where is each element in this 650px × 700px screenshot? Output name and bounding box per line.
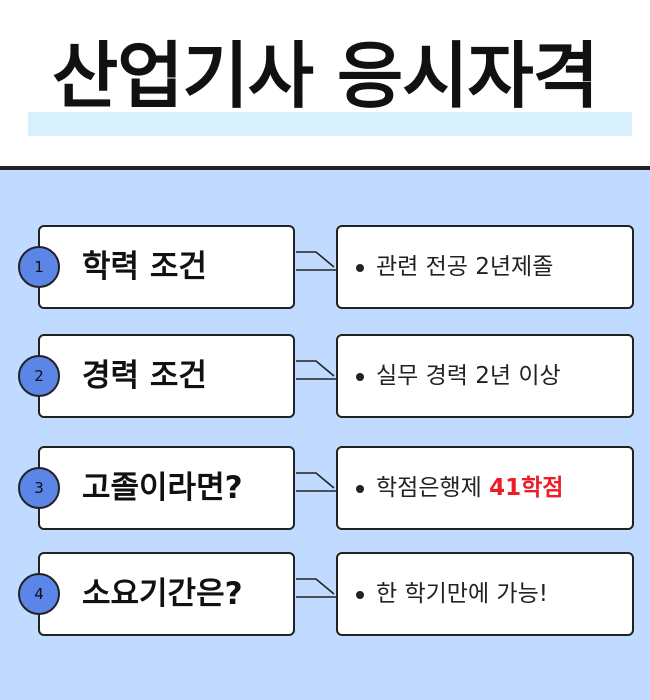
number-badge: 4: [18, 573, 60, 615]
requirement-row: 4 소요기간은? 한 학기만에 가능!: [0, 552, 650, 636]
number-badge: 2: [18, 355, 60, 397]
page-title: 산업기사 응시자격: [52, 34, 599, 118]
requirement-row: 2 경력 조건 실무 경력 2년 이상: [0, 334, 650, 418]
detail-text: 관련 전공 2년제졸: [376, 254, 554, 280]
detail-text: 학점은행제 41학점: [376, 475, 564, 501]
bullet-icon: [356, 373, 364, 381]
connector-arrow-icon: [296, 360, 338, 380]
condition-label: 고졸이라면?: [82, 470, 243, 506]
condition-box: 경력 조건: [38, 334, 295, 418]
connector-arrow-icon: [296, 578, 338, 598]
condition-label: 경력 조건: [82, 358, 207, 394]
bullet-icon: [356, 591, 364, 599]
condition-label: 소요기간은?: [82, 576, 243, 612]
detail-box: 실무 경력 2년 이상: [336, 334, 634, 418]
condition-box: 고졸이라면?: [38, 446, 295, 530]
detail-box: 학점은행제 41학점: [336, 446, 634, 530]
detail-box: 한 학기만에 가능!: [336, 552, 634, 636]
detail-highlight: 41학점: [489, 475, 564, 501]
detail-box: 관련 전공 2년제졸: [336, 225, 634, 309]
connector-arrow-icon: [296, 472, 338, 492]
number-badge: 1: [18, 246, 60, 288]
header: 산업기사 응시자격: [0, 0, 650, 170]
content-panel: 1 학력 조건 관련 전공 2년제졸 2 경력 조건 실무 경력 2년 이상 3: [0, 170, 650, 700]
condition-label: 학력 조건: [82, 249, 207, 285]
detail-text: 한 학기만에 가능!: [376, 581, 548, 607]
header-divider: [0, 166, 650, 170]
detail-text: 실무 경력 2년 이상: [376, 363, 561, 389]
condition-box: 소요기간은?: [38, 552, 295, 636]
connector-arrow-icon: [296, 251, 338, 271]
bullet-icon: [356, 264, 364, 272]
number-badge: 3: [18, 467, 60, 509]
title-highlight-bar: [28, 112, 632, 136]
bullet-icon: [356, 485, 364, 493]
requirement-row: 3 고졸이라면? 학점은행제 41학점: [0, 446, 650, 530]
condition-box: 학력 조건: [38, 225, 295, 309]
requirement-row: 1 학력 조건 관련 전공 2년제졸: [0, 225, 650, 309]
